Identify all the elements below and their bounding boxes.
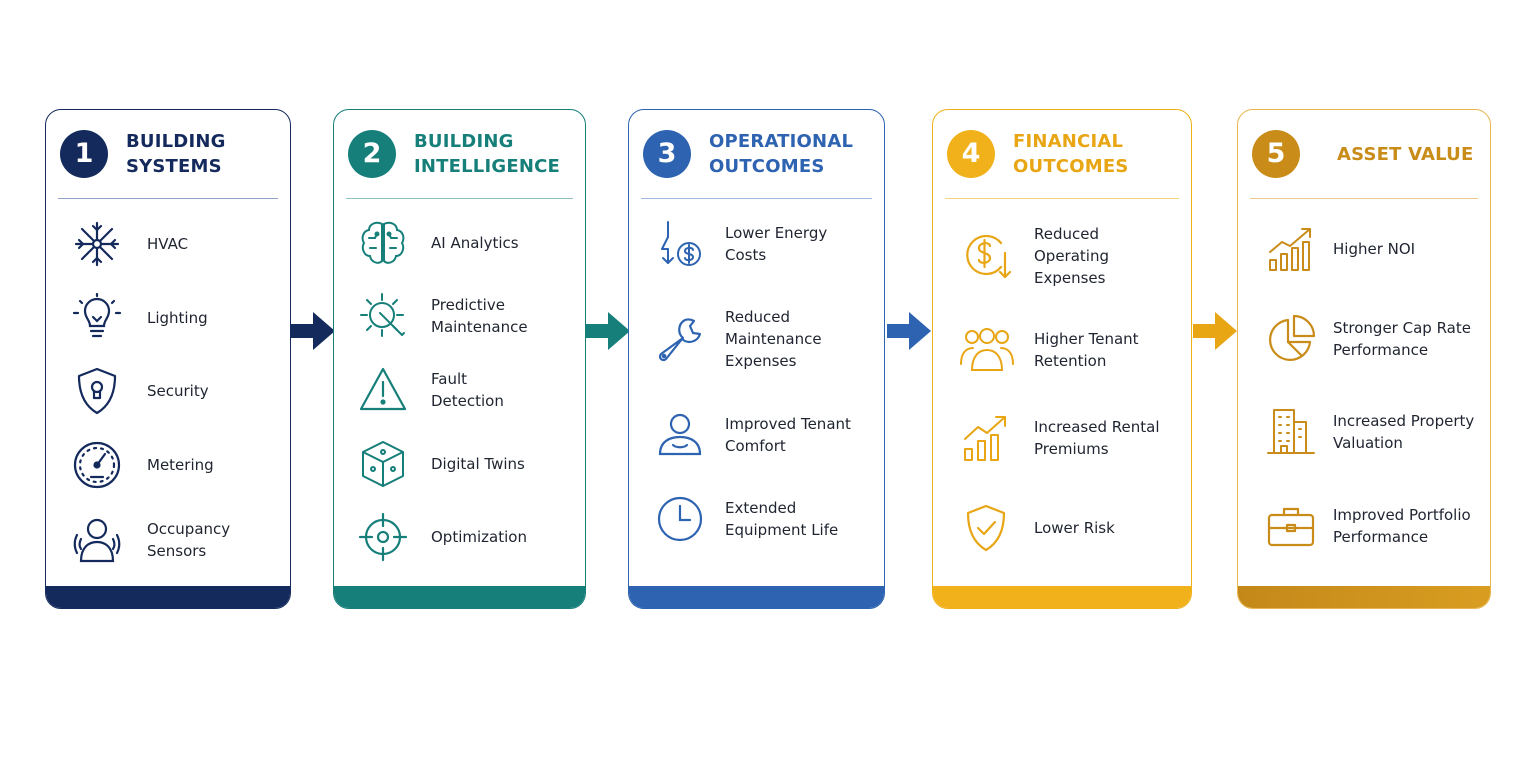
dollar-down-icon (966, 234, 1012, 279)
energy-cost-icon (661, 221, 701, 266)
gear-wrench-icon (360, 293, 405, 337)
meter-gauge-icon (73, 441, 121, 489)
stage-title-line: SYSTEMS (126, 156, 222, 177)
stage-footer-bar (46, 586, 290, 608)
stage-header: 4 FINANCIAL OUTCOMES (945, 110, 1179, 199)
stage-title-line: BUILDING (414, 131, 514, 152)
item-label: Lower Risk (1034, 519, 1115, 537)
occupancy-sensor-icon (73, 518, 121, 563)
stage-title-line: ASSET VALUE (1337, 143, 1474, 165)
stage-title: ASSET VALUE (1337, 110, 1473, 198)
item-label: AI Analytics (431, 234, 519, 252)
stage-number-badge: 3 (643, 130, 691, 178)
item-label: Higher NOI (1333, 240, 1416, 258)
stage-card-building-intelligence: 2 BUILDING INTELLIGENCE AI Analytics (333, 109, 586, 609)
item-label: Higher Tenant Retention (1034, 330, 1139, 370)
item-label: Improved Portfolio Performance (1333, 506, 1471, 546)
flow-arrow-icon (291, 312, 335, 350)
flow-arrow-icon (887, 312, 931, 350)
tenant-person-icon (658, 413, 702, 456)
item-label: HVAC (147, 235, 189, 253)
item-label: Increased Rental Premiums (1034, 418, 1160, 458)
shield-check-icon (966, 504, 1006, 552)
item-label: Fault Detection (431, 370, 504, 410)
stage-title: BUILDING SYSTEMS (126, 110, 226, 198)
building-icon (1267, 409, 1315, 454)
briefcase-icon (1267, 507, 1315, 547)
wrench-icon (658, 318, 702, 362)
stage-footer-bar (629, 586, 884, 608)
item-label: Lighting (147, 309, 208, 327)
item-label: Increased Property Valuation (1333, 412, 1475, 452)
item-label: Digital Twins (431, 455, 525, 473)
stage-footer-bar (933, 586, 1191, 608)
stage-header: 5 ASSET VALUE (1250, 110, 1478, 199)
stage-title: FINANCIAL OUTCOMES (1013, 110, 1128, 198)
stage-number-badge: 1 (60, 130, 108, 178)
stage-number-badge: 4 (947, 130, 995, 178)
stage-title-line: OUTCOMES (1013, 156, 1129, 177)
item-label: Extended Equipment Life (725, 499, 839, 539)
digital-twin-cube-icon (362, 441, 404, 487)
item-label: Optimization (431, 528, 527, 546)
clock-icon (657, 496, 703, 542)
stage-card-building-systems: 1 BUILDING SYSTEMS HVAC (45, 109, 291, 609)
flow-arrow-icon (1193, 312, 1237, 350)
warning-triangle-icon (359, 367, 407, 411)
item-label: Security (147, 382, 209, 400)
pie-chart-icon (1269, 314, 1316, 361)
stage-title-line: OPERATIONAL (709, 131, 854, 152)
item-label: Reduced Operating Expenses (1034, 225, 1109, 287)
stage-number-badge: 2 (348, 130, 396, 178)
stage-header: 1 BUILDING SYSTEMS (58, 110, 278, 199)
stage-title: OPERATIONAL OUTCOMES (709, 110, 853, 198)
stage-footer-bar (334, 586, 585, 608)
stage-title-line: FINANCIAL (1013, 131, 1124, 152)
lightbulb-icon (72, 293, 122, 338)
item-label: Predictive Maintenance (431, 296, 528, 336)
stage-header: 2 BUILDING INTELLIGENCE (346, 110, 573, 199)
people-group-icon (960, 328, 1014, 371)
item-label: Occupancy Sensors (147, 520, 231, 560)
stage-header: 3 OPERATIONAL OUTCOMES (641, 110, 872, 199)
stage-title-line: OUTCOMES (709, 156, 825, 177)
stage-card-operational-outcomes: 3 OPERATIONAL OUTCOMES Lower Energy Cost… (628, 109, 885, 609)
stage-title-line: BUILDING (126, 131, 226, 152)
item-label: Metering (147, 456, 214, 474)
item-label: Stronger Cap Rate Performance (1333, 319, 1471, 359)
stage-footer-bar (1238, 586, 1490, 608)
growth-chart-icon (964, 416, 1006, 461)
target-icon (358, 512, 408, 562)
stage-title-line: INTELLIGENCE (414, 156, 561, 177)
stage-title: BUILDING INTELLIGENCE (414, 110, 560, 198)
security-shield-icon (77, 367, 117, 415)
item-label: Reduced Maintenance Expenses (725, 308, 822, 370)
flow-arrow-icon (586, 312, 630, 350)
bar-chart-up-icon (1269, 228, 1311, 271)
item-label: Improved Tenant Comfort (725, 415, 851, 455)
brain-icon (361, 221, 405, 264)
item-label: Lower Energy Costs (725, 224, 828, 264)
hvac-fan-icon (74, 221, 120, 267)
stage-number-badge: 5 (1252, 130, 1300, 178)
stage-card-financial-outcomes: 4 FINANCIAL OUTCOMES Reduced Operating E… (932, 109, 1192, 609)
stage-card-asset-value: 5 ASSET VALUE Higher NOI (1237, 109, 1491, 609)
